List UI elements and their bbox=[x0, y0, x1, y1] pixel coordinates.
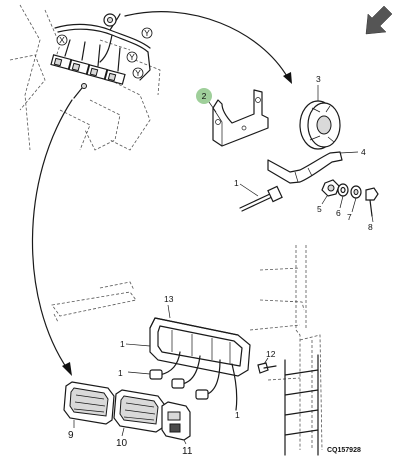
callout-1-top: 1 bbox=[234, 178, 239, 188]
bolt-part-1 bbox=[239, 183, 283, 212]
callout-8: 8 bbox=[368, 222, 373, 232]
callout-4: 4 bbox=[361, 147, 366, 157]
callout-1-right: 1 bbox=[235, 410, 240, 420]
connector-letter-y: Y bbox=[141, 27, 153, 39]
svg-text:Y: Y bbox=[135, 68, 141, 78]
callout-3: 3 bbox=[316, 74, 321, 84]
nut-part-5 bbox=[321, 179, 340, 205]
beacon-base-part-3 bbox=[299, 85, 341, 150]
clamp-strap-part-4 bbox=[267, 151, 359, 184]
housing-wiring bbox=[125, 343, 238, 411]
washer-part-6 bbox=[337, 183, 349, 209]
work-lamp-part-9 bbox=[63, 381, 115, 428]
callout-6: 6 bbox=[336, 208, 341, 218]
switch-module-part-11 bbox=[161, 401, 191, 445]
work-lamp-part-10 bbox=[113, 389, 165, 437]
callout-11: 11 bbox=[182, 446, 193, 457]
cab-frame-structure bbox=[51, 245, 323, 456]
washer-part-7 bbox=[350, 185, 362, 213]
callout-10: 10 bbox=[116, 438, 128, 449]
callout-12: 12 bbox=[266, 349, 276, 359]
callout-9: 9 bbox=[68, 430, 74, 441]
callout-1-wiring: 1 bbox=[118, 368, 123, 378]
reference-arrow-left bbox=[31, 99, 73, 376]
svg-text:2: 2 bbox=[202, 91, 207, 101]
mounting-bracket-part-2 bbox=[212, 89, 269, 147]
callout-7: 7 bbox=[347, 212, 352, 222]
svg-text:Y: Y bbox=[129, 52, 135, 62]
callout-13: 13 bbox=[164, 294, 174, 304]
callout-1-housing: 1 bbox=[120, 339, 125, 349]
callout-2-highlighted: 2 bbox=[196, 88, 217, 113]
direction-arrow-icon bbox=[365, 5, 393, 35]
reference-arrow-top bbox=[124, 11, 292, 84]
cab-roof-wiring-assembly bbox=[9, 4, 161, 151]
svg-text:X: X bbox=[59, 35, 65, 45]
drawing-code: CQ157928 bbox=[327, 447, 361, 454]
connector-letter-x: X bbox=[56, 34, 68, 46]
bolt-part-8 bbox=[365, 187, 379, 223]
callout-5: 5 bbox=[317, 204, 322, 214]
screw-part-12 bbox=[257, 357, 277, 374]
connector-letter-y-3: Y bbox=[132, 67, 144, 79]
lamp-housing-part-13 bbox=[149, 304, 251, 377]
connector-letter-y-2: Y bbox=[126, 51, 138, 63]
svg-text:Y: Y bbox=[144, 28, 150, 38]
